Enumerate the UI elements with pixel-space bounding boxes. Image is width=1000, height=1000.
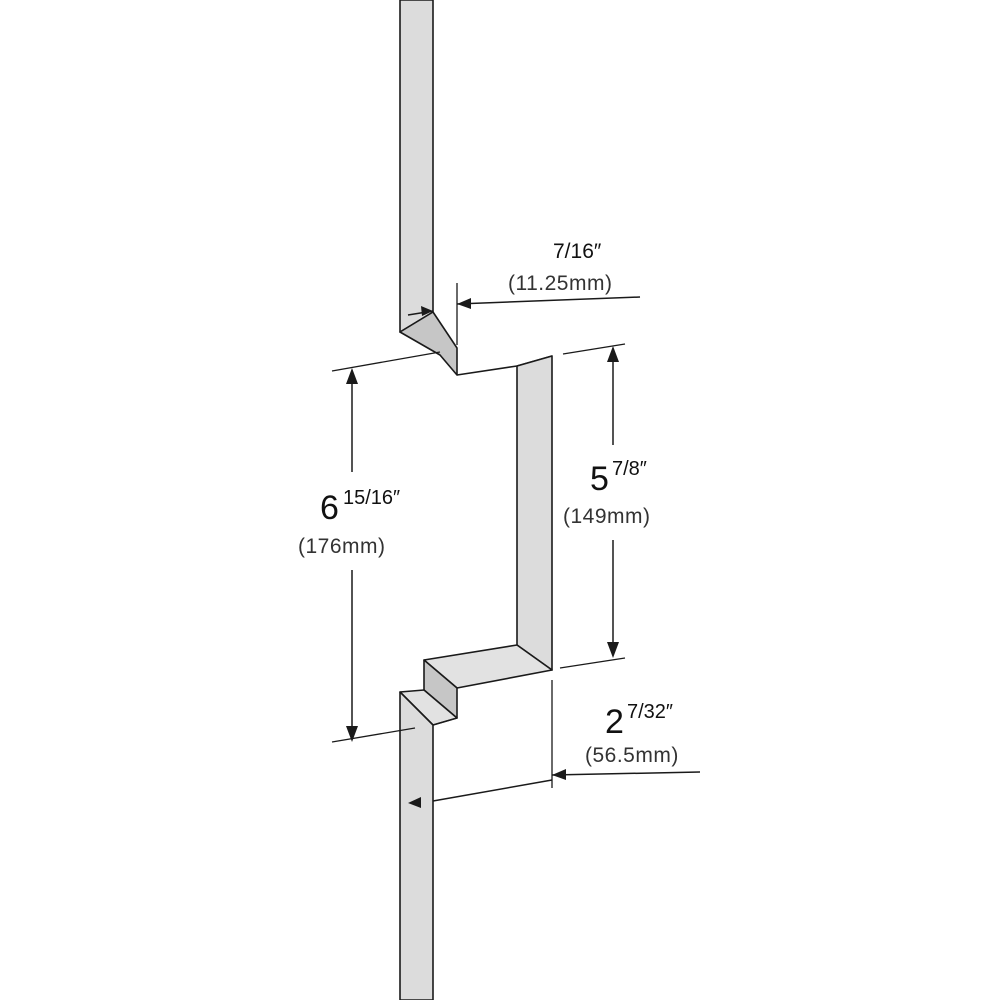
arrow-head <box>552 769 566 780</box>
arrow-head <box>607 642 619 658</box>
step-width-fraction: 15/16″ <box>343 487 400 509</box>
flange-depth-fraction: 7/16″ <box>553 240 602 263</box>
offset-fraction: 7/32″ <box>627 701 673 723</box>
dim-line-right <box>551 771 701 776</box>
dim-step-width: 6 15/16″ (176mm) <box>298 351 441 743</box>
upper-strip <box>399 0 434 333</box>
dim-line-left <box>432 779 553 802</box>
inner-height-fraction: 7/8″ <box>612 458 647 480</box>
arrow-head <box>421 306 433 316</box>
ext-line-bottom <box>331 727 416 743</box>
ext-line-bottom <box>559 657 626 669</box>
arrow-head <box>346 726 358 742</box>
flange-depth-metric: (11.25mm) <box>508 272 612 295</box>
dim-line-right <box>456 296 641 305</box>
step-width-whole: 6 <box>320 489 339 527</box>
lower-step-edge <box>432 717 458 726</box>
dim-inner-height: 5 7/8″ (149mm) <box>559 343 651 669</box>
dim-flange-depth: 7/16″ (11.25mm) <box>407 240 641 345</box>
arrow-head <box>607 346 619 362</box>
offset-whole: 2 <box>605 703 624 741</box>
inner-height-metric: (149mm) <box>563 505 651 528</box>
ext-line-top <box>331 351 441 372</box>
flashing-profile <box>399 0 553 1000</box>
dim-offset: 2 7/32″ (56.5mm) <box>408 680 701 808</box>
arrow-head <box>408 797 421 808</box>
inner-height-whole: 5 <box>590 460 609 498</box>
upper-fold <box>399 311 458 376</box>
arrow-head <box>346 368 358 384</box>
middle-panel <box>516 355 553 671</box>
lower-strip <box>399 691 434 1000</box>
ext-line-top <box>562 343 626 355</box>
offset-metric: (56.5mm) <box>585 744 679 767</box>
arrow-head <box>457 298 471 309</box>
step-width-metric: (176mm) <box>298 535 386 558</box>
